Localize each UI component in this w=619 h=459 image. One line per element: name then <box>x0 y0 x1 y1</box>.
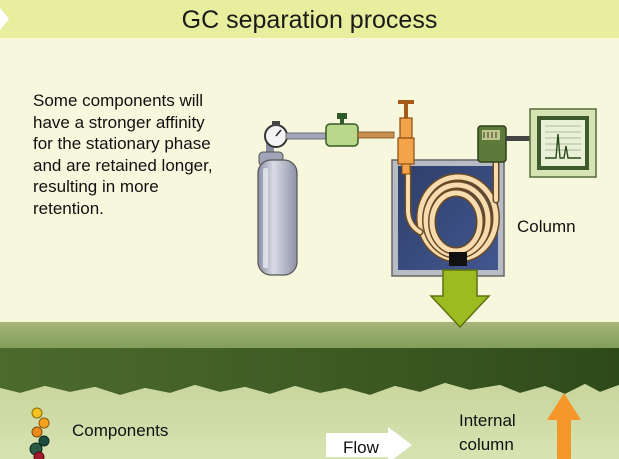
internal-column-label-line2: column <box>459 435 514 454</box>
page-title: GC separation process <box>181 6 438 34</box>
flow-valve-icon <box>325 113 395 147</box>
title-bar <box>0 0 619 38</box>
column-label: Column <box>517 217 576 236</box>
flow-label: Flow <box>343 438 379 457</box>
coiled-column-icon <box>404 156 500 266</box>
down-arrow-icon <box>429 269 491 329</box>
description-text: Some components will have a stronger aff… <box>33 91 213 218</box>
gas-cylinder-icon <box>257 142 298 276</box>
pressure-gauge-icon <box>264 121 327 148</box>
column-cross-section <box>0 322 619 459</box>
molecule-cluster-icon <box>29 407 50 459</box>
detector-icon <box>477 125 530 163</box>
up-arrow-icon <box>547 393 581 459</box>
flow-arrow-icon <box>326 427 412 459</box>
chromatogram-monitor-icon <box>529 108 597 178</box>
title-arrow-icon <box>0 8 9 30</box>
internal-column-label-line1: Internal <box>459 411 516 430</box>
components-label: Components <box>72 421 169 440</box>
syringe-injector-icon <box>397 100 415 175</box>
